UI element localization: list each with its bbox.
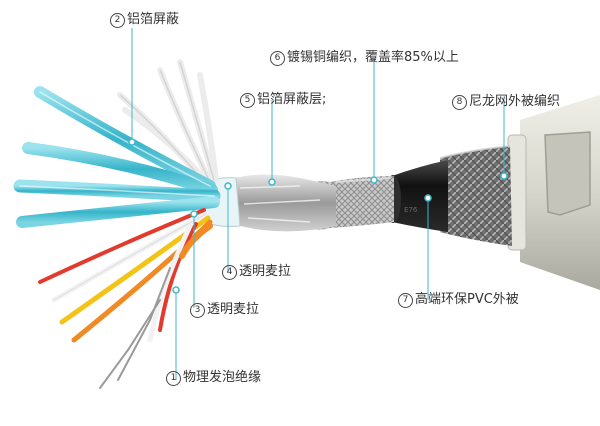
foil-shielded-pairs — [13, 86, 221, 228]
callout-text: 铝箔屏蔽层; — [257, 92, 327, 107]
pvc-jacket: E76 — [385, 160, 448, 232]
callout-text: 透明麦拉 — [207, 302, 260, 317]
aluminum-foil-layer — [228, 174, 336, 232]
callout-number: 6 — [270, 50, 285, 66]
leader-dots — [128, 138, 508, 294]
callout-text: 透明麦拉 — [239, 264, 292, 279]
callout-pvc-jacket: 7 高端环保PVC外被 — [398, 292, 519, 308]
callout-tinned-copper-braid: 6 镀锡铜编织，覆盖率85%以上 — [270, 50, 459, 66]
plug-housing — [507, 95, 600, 290]
callout-number: 4 — [222, 264, 237, 280]
callout-number: 2 — [110, 12, 125, 28]
callout-text: 物理发泡绝缘 — [183, 370, 262, 385]
callout-text: 镀锡铜编织，覆盖率85%以上 — [287, 50, 459, 65]
callout-aluminum-foil-layer: 5 铝箔屏蔽层; — [240, 92, 326, 108]
callout-text: 高端环保PVC外被 — [415, 292, 519, 307]
callout-number: 5 — [240, 92, 255, 108]
leader-lines — [131, 28, 505, 380]
callout-nylon-braid: 8 尼龙网外被编织 — [452, 94, 560, 110]
callout-number: 3 — [190, 302, 205, 318]
callout-transparent-mylar-4: 4 透明麦拉 — [222, 264, 291, 280]
callout-transparent-mylar-3: 3 透明麦拉 — [190, 302, 259, 318]
callout-number: 8 — [452, 94, 467, 110]
nylon-braid-sleeve — [439, 145, 512, 246]
insulated-wires — [38, 208, 213, 389]
callout-aluminum-foil-shield: 2 铝箔屏蔽 — [110, 12, 179, 28]
callout-text: 尼龙网外被编织 — [469, 94, 561, 109]
callout-number: 1 — [166, 370, 181, 386]
callout-number: 7 — [398, 292, 413, 308]
svg-text:E76: E76 — [404, 206, 418, 214]
callout-foam-insulation: 1 物理发泡绝缘 — [166, 370, 261, 386]
callout-text: 铝箔屏蔽 — [127, 12, 180, 27]
